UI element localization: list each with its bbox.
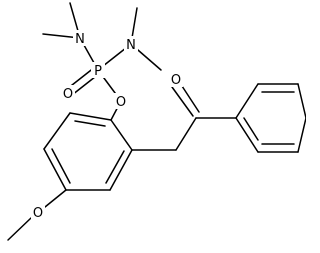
atom-labels: N N P O O O O [31,30,183,221]
ring-a-bond-6 [110,119,133,151]
atom-p-label: P [94,64,102,79]
atom-o-ester: O [114,93,128,110]
bonds [7,2,306,241]
ring-a-bond-5 [109,149,133,191]
ring-b-bond-6 [235,117,259,153]
atom-o-phosphoryl: O [61,85,75,102]
chemical-structure-diagram: N N P O O O O [7,2,306,241]
bond-c-o-double-b [179,82,200,113]
atom-o-ketone: O [169,71,183,88]
atom-p: P [91,62,105,79]
ring-a-inner-1 [74,120,106,127]
bond-o-methoxy-methyl [7,217,32,241]
ring-b-bond-1 [235,83,259,119]
atom-o-ester-label: O [116,95,126,110]
ring-a-bond-3 [43,148,67,191]
atom-n2-label: N [126,38,136,53]
ring-a-bond-2 [43,112,71,150]
ring-a-inner-2 [51,148,71,184]
atom-o-phosphoryl-label: O [63,87,73,102]
ring-a-inner-3 [105,150,125,184]
ring-a-bond-1 [69,112,112,121]
bond-ch2-carbonyl [175,117,197,151]
atom-n1: N [73,30,87,47]
atom-o-methoxy-label: O [33,206,43,221]
ring-b-bond-3 [297,83,306,119]
atom-n2: N [124,36,138,53]
ring-b-bond-4 [297,117,306,153]
atom-o-methoxy: O [31,204,45,221]
atom-n1-label: N [75,32,85,47]
bond-c-o-double-a [171,86,194,117]
ring-b-inner-3 [243,117,259,141]
bond-ring-o-methoxy [44,189,67,208]
atom-o-ketone-label: O [171,73,181,88]
